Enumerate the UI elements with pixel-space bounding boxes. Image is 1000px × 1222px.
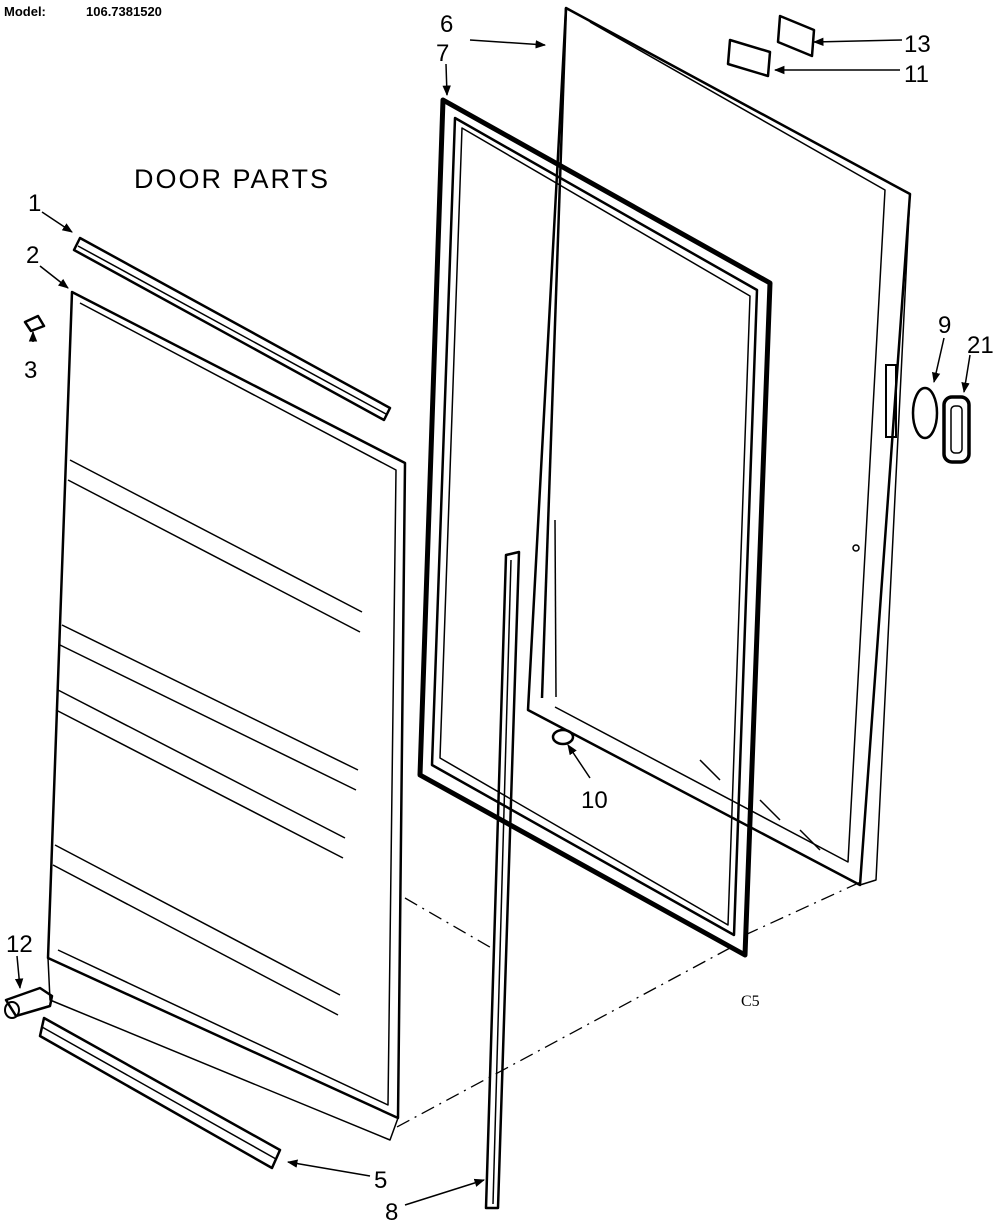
callout-9: 9 [938,312,951,339]
construction-lines [394,879,866,1129]
handle-part-21 [942,395,971,464]
top-strip [72,236,392,422]
callout-1: 1 [28,190,41,217]
breaker-strip [484,550,521,1210]
ring-part-9 [911,386,939,440]
block-part-13 [776,14,816,58]
callout-21: 21 [967,332,994,359]
callout-7: 7 [436,40,449,67]
bottom-strip [38,1016,282,1170]
diagram-title: DOOR PARTS [134,164,330,194]
callout-11: 11 [904,61,929,88]
callout-5: 5 [374,1167,387,1194]
model-number: 106.7381520 [86,4,162,19]
hinge-pin-part-12 [4,986,54,1019]
callout-3: 3 [24,357,37,384]
callout-12: 12 [6,931,33,958]
callout-13: 13 [904,31,931,58]
callout-2: 2 [26,242,39,269]
bracket-part-3 [23,314,46,333]
callout-8: 8 [385,1199,398,1222]
callout-10: 10 [581,787,608,814]
diagram-code: C5 [741,993,760,1010]
clip-part-10 [551,728,575,746]
callout-6: 6 [440,11,453,38]
block-part-11 [726,38,772,78]
leader-lines [14,37,971,1206]
door-gasket [417,97,773,958]
outer-door-panel [526,6,912,887]
model-label: Model: [4,4,46,19]
inner-door-liner [46,290,407,1141]
